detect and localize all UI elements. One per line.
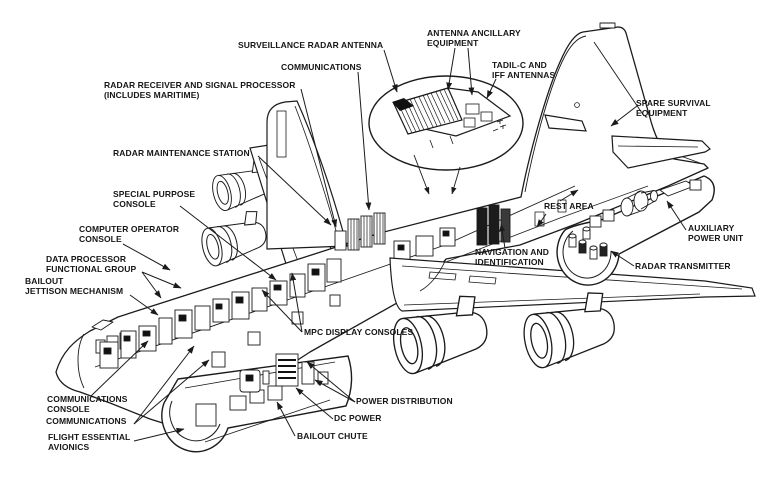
leader-tadil-c (486, 78, 497, 99)
leader-bailout-jettison (129, 294, 159, 316)
callout-antenna-ancillary-equipment: ANTENNA ANCILLARY EQUIPMENT (427, 28, 521, 48)
leader-power-distribution-b (314, 379, 356, 403)
callout-computer-operator-console: COMPUTER OPERATOR CONSOLE (79, 224, 180, 244)
callout-communications-upper: COMMUNICATIONS (281, 62, 362, 72)
callout-dc-power: DC POWER (334, 413, 382, 423)
callout-bailout-chute: BAILOUT CHUTE (297, 431, 368, 441)
callout-auxiliary-power-unit: AUXILIARY POWER UNIT (688, 223, 744, 243)
callout-flight-essential-avionics: FLIGHT ESSENTIAL AVIONICS (48, 432, 131, 452)
leader-radar-receiver (300, 88, 338, 228)
leader-dc-power (295, 387, 334, 420)
leader-rest-area-fwd (536, 213, 547, 228)
leader-computer-operator (122, 243, 171, 271)
leader-mpc-b (290, 272, 303, 333)
leader-data-processor-a (141, 271, 162, 299)
leader-power-distribution-a (306, 361, 356, 403)
leader-communications-console (90, 340, 149, 397)
leader-mpc-a (261, 289, 303, 333)
callout-communications-console: COMMUNICATIONS CONSOLE (47, 394, 128, 414)
surveillance-antenna-edge (392, 98, 414, 111)
leader-special-purpose (179, 205, 277, 281)
leader-antenna-ancillary-b (467, 47, 475, 96)
starboard-wing (389, 257, 756, 312)
leader-communications-lower-b (133, 359, 210, 425)
callout-communications-lower: COMMUNICATIONS (46, 416, 127, 426)
leader-rest-area-aft (559, 189, 579, 202)
callout-special-purpose-console: SPECIAL PURPOSE CONSOLE (113, 189, 196, 209)
leader-communications-upper (357, 71, 372, 211)
callout-mpc-display-consoles: MPC DISPLAY CONSOLES (304, 327, 414, 337)
leader-navigation-identification (499, 223, 506, 249)
leader-flight-essential (133, 427, 185, 442)
leader-communications-lower-a (133, 345, 195, 425)
callout-radar-receiver-signal-processor: RADAR RECEIVER AND SIGNAL PROCESSOR (INC… (104, 80, 296, 100)
aft-lower-fuselage-detail (556, 175, 715, 286)
cabin-equipment (95, 204, 511, 369)
callout-radar-maintenance-station: RADAR MAINTENANCE STATION (113, 148, 250, 158)
horizontal-stabilizer (544, 114, 711, 169)
callout-radar-transmitter: RADAR TRANSMITTER (635, 261, 731, 271)
callout-tadil-c-iff-antennas: TADIL-C AND IFF ANTENNAS (492, 60, 556, 80)
rotodome-strut (266, 100, 348, 250)
callout-navigation-identification: NAVIGATION AND IDENTIFICATION (475, 247, 549, 267)
callout-bailout-jettison-mechanism: BAILOUT JETTISON MECHANISM (25, 276, 124, 296)
leader-bailout-chute (276, 401, 296, 437)
callout-surveillance-radar-antenna: SURVEILLANCE RADAR ANTENNA (238, 40, 384, 50)
leader-radar-transmitter (610, 250, 635, 267)
leader-antenna-ancillary-a (446, 47, 456, 91)
leader-spare-survival (610, 105, 638, 127)
callout-spare-survival-equipment: SPARE SURVIVAL EQUIPMENT (636, 98, 711, 118)
leader-lines (90, 47, 687, 442)
leader-data-processor-b (141, 271, 182, 289)
callout-data-processor-functional-group: DATA PROCESSOR FUNCTIONAL GROUP (46, 254, 137, 274)
leader-radar-maintenance (257, 155, 332, 226)
callout-power-distribution: POWER DISTRIBUTION (356, 396, 453, 406)
forward-lower-fuselage-detail (161, 353, 353, 453)
callout-rest-area: REST AREA (544, 201, 594, 211)
leader-surveillance-radar-antenna (383, 49, 398, 93)
rotodome-detail (368, 75, 524, 195)
leader-auxiliary-power-unit (666, 200, 687, 231)
